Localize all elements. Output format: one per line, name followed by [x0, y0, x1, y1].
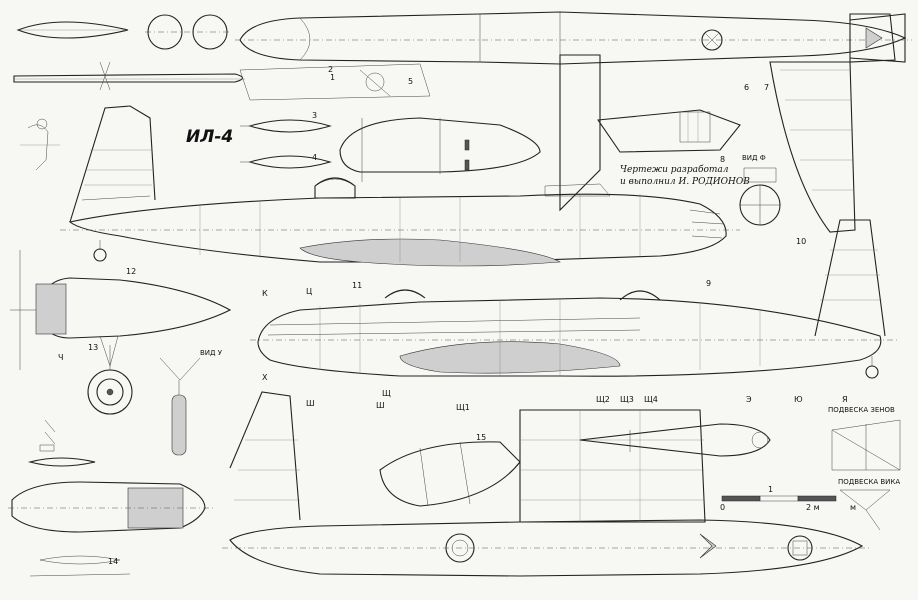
callout-9: 9	[706, 279, 711, 288]
callout-4: 4	[312, 153, 317, 162]
scale-bar	[721, 495, 837, 502]
main-landing-wheel	[87, 345, 133, 415]
section-mark-ch: Ч	[58, 353, 63, 362]
view-u-label: ВИД У	[200, 349, 223, 357]
callout-11: 11	[352, 281, 362, 290]
engine-nacelle-side	[10, 250, 232, 370]
callout-10: 10	[796, 237, 806, 246]
crew-figure	[20, 118, 60, 171]
section-mark-shch3: Щ3	[620, 395, 634, 404]
bomb-fuze-parts	[27, 419, 96, 467]
nacelle-plan-view	[8, 481, 215, 577]
credit-line-1: Чертежи разработал	[620, 164, 729, 175]
bomb-suspension-label: ПОДВЕСКА ЗЕНОВ	[828, 406, 895, 414]
credit-line-2: и выполнил И. РОДИОНОВ	[620, 177, 750, 187]
section-mark-sh: Ш	[306, 399, 315, 408]
section-mark-sh-2: Ш	[376, 401, 385, 410]
callout-14: 14	[108, 557, 118, 566]
section-mark-shch: Щ	[382, 389, 391, 398]
callout-13: 13	[88, 343, 98, 352]
view-f-label: ВИД Ф	[742, 154, 766, 162]
drop-tank-sketch	[16, 14, 232, 50]
scale-one: 1	[768, 485, 773, 494]
callout-1: 1	[330, 73, 335, 82]
section-mark-e: Э	[746, 395, 752, 404]
torpedo-suspension-label: ПОДВЕСКА ВИКА	[838, 478, 900, 486]
callout-8: 8	[720, 155, 725, 164]
callout-12: 12	[126, 267, 136, 276]
callout-7: 7	[764, 83, 769, 92]
nose-glazing-detail	[579, 423, 771, 457]
engine-mount-top	[239, 63, 431, 101]
nose-section-detail	[597, 109, 741, 153]
callout-5: 5	[408, 77, 413, 86]
section-mark-shch1: Щ1	[456, 403, 470, 412]
suspension-diagram	[831, 419, 901, 531]
gear-front-view	[159, 357, 201, 456]
section-mark-yu: Ю	[794, 395, 803, 404]
top-fuselage-view	[235, 11, 912, 65]
callout-3: 3	[312, 111, 317, 120]
torpedo-sketch	[13, 61, 245, 91]
drawing-title: ИЛ-4	[186, 127, 233, 147]
side-view-lower	[250, 219, 900, 379]
section-mark-shch2: Щ2	[596, 395, 610, 404]
callout-2: 2	[328, 65, 333, 74]
section-mark-k: К	[262, 289, 268, 298]
wing-planform-top	[559, 13, 896, 233]
view-f-section	[739, 167, 781, 226]
canopy-detail	[379, 441, 521, 507]
section-mark-kh: Х	[262, 373, 268, 382]
section-mark-ya: Я	[842, 395, 848, 404]
section-mark-ts: Ц	[306, 287, 312, 296]
side-view-upper	[60, 105, 740, 267]
scale-two: 2 м	[806, 503, 820, 512]
scale-unit: м	[850, 503, 856, 512]
bomb-details	[240, 119, 332, 169]
nacelle-top-detail	[339, 117, 541, 182]
scale-zero: 0	[720, 503, 725, 512]
section-mark-shch4: Щ4	[644, 395, 658, 404]
bottom-planform	[222, 391, 870, 577]
callout-15: 15	[476, 433, 486, 442]
callout-6: 6	[744, 83, 749, 92]
